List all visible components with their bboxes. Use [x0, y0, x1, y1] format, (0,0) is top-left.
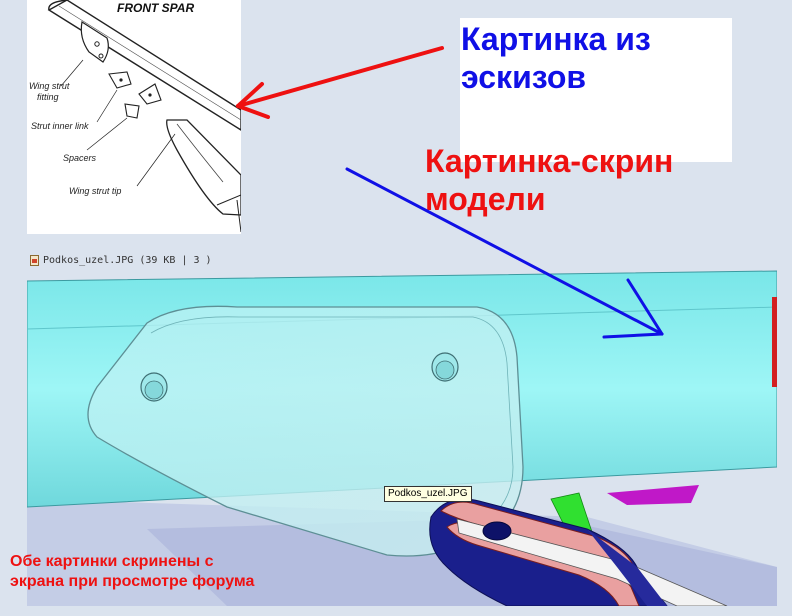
footnote-line1: Обе картинки скринены с [10, 553, 214, 570]
model-caption-line1: Картинка-скрин [425, 143, 674, 179]
sketch-title: FRONT SPAR [117, 1, 195, 15]
model-render [27, 270, 777, 606]
sketch-label-spacers: Spacers [63, 153, 97, 163]
sketch-label-strut-tip: Wing strut tip [69, 186, 122, 196]
sketch-label-fitting-2: fitting [37, 92, 59, 102]
sketch-caption-line1: Картинка из [461, 21, 651, 57]
model-caption: Картинка-скрин модели [425, 142, 673, 218]
image-file-icon [30, 254, 40, 266]
sketch-label-inner-link: Strut inner link [31, 121, 89, 131]
sketch-caption-box [460, 18, 732, 162]
attachment-caption[interactable]: Podkos_uzel.JPG (39 KB | 3 ) [30, 253, 212, 267]
footnote-line2: экрана при просмотре форума [10, 573, 255, 590]
sketch-image: FRONT SPAR Wing strut fitting Strut inne… [27, 0, 241, 234]
filename-tooltip: Podkos_uzel.JPG [384, 486, 472, 502]
model-caption-line2: модели [425, 181, 546, 217]
red-arrow-icon [236, 46, 444, 119]
sketch-caption-line2: эскизов [461, 59, 587, 95]
attachment-filename[interactable]: Podkos_uzel.JPG (39 KB | 3 ) [43, 254, 212, 266]
sketch-drawing [47, 0, 241, 233]
sketch-caption: Картинка из эскизов [461, 20, 651, 96]
footnote: Обе картинки скринены с экрана при просм… [10, 552, 254, 592]
sketch-label-fitting-1: Wing strut [29, 81, 70, 91]
